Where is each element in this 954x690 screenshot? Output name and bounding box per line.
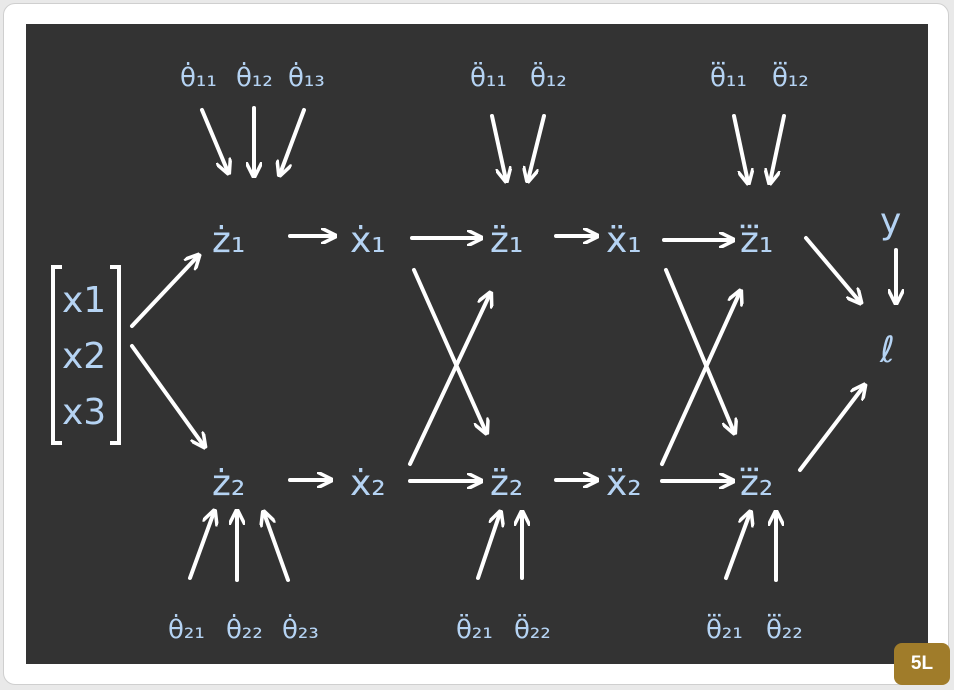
arrow-theta-d1-23 [264, 513, 290, 582]
arrow-theta-d3-21 [724, 513, 750, 580]
node-z2-dddot: z⃛₂ [740, 463, 773, 504]
node-x2-dot: ẋ₂ [350, 463, 386, 504]
theta-d2-12: θ̈₁₂ [530, 60, 567, 93]
input-x1: x1 [62, 280, 106, 321]
node-x1-ddot: ẍ₁ [606, 220, 642, 261]
arrow-zzz2-loss [798, 386, 864, 472]
arrow-input-z2 [130, 344, 204, 446]
slide-badge: 5L [894, 643, 950, 685]
node-x1-dot: ẋ₁ [350, 220, 386, 261]
arrow-theta-d1-11 [200, 108, 228, 172]
node-loss: ℓ [879, 330, 895, 371]
arrow-theta-d3-12 [770, 114, 786, 182]
arrow-xx2-zzz1 [660, 292, 740, 466]
arrow-theta-d2-11 [490, 114, 506, 180]
arrow-xx1-zzz2 [664, 268, 734, 432]
right-bracket [110, 265, 121, 445]
arrow-x2-zz1 [408, 294, 490, 466]
theta-d1-13: θ̇₁₃ [288, 60, 325, 93]
input-vector: x1 x2 x3 [51, 265, 121, 445]
node-y: y [880, 201, 901, 242]
theta-d2-22: θ̈₂₂ [514, 612, 551, 645]
node-z1-dddot: z⃛₁ [740, 220, 773, 261]
left-bracket [51, 265, 62, 445]
arrow-theta-d2-12 [528, 114, 546, 180]
theta-d3-12: θ⃛₁₂ [772, 61, 809, 93]
arrow-zzz1-loss [804, 236, 860, 302]
node-x2-ddot: ẍ₂ [606, 463, 642, 504]
arrow-x1-zz2 [412, 268, 486, 432]
arrow-theta-d3-11 [732, 114, 748, 182]
arrow-theta-d1-13 [280, 108, 306, 174]
theta-d1-12: θ̇₁₂ [236, 60, 273, 93]
input-x2: x2 [62, 336, 106, 377]
theta-d3-22: θ⃛₂₂ [766, 613, 803, 645]
theta-d1-21: θ̇₂₁ [168, 612, 205, 645]
arrow-theta-d1-21 [188, 512, 214, 580]
node-z2-dot: ż₂ [212, 463, 245, 504]
arrow-input-z1 [130, 256, 198, 328]
node-z1-dot: ż₁ [212, 220, 245, 261]
theta-d2-21: θ̈₂₁ [456, 612, 493, 645]
theta-d3-21: θ⃛₂₁ [706, 613, 743, 645]
theta-d3-11: θ⃛₁₁ [710, 61, 747, 93]
node-z1-ddot: z̈₁ [490, 220, 523, 261]
theta-d2-11: θ̈₁₁ [470, 60, 507, 93]
input-x3: x3 [62, 392, 106, 433]
arrow-theta-d2-21 [476, 513, 500, 580]
node-z2-ddot: z̈₂ [490, 463, 523, 504]
theta-d1-11: θ̇₁₁ [180, 60, 217, 93]
theta-d1-23: θ̇₂₃ [282, 612, 319, 645]
theta-d1-22: θ̇₂₂ [226, 612, 263, 645]
